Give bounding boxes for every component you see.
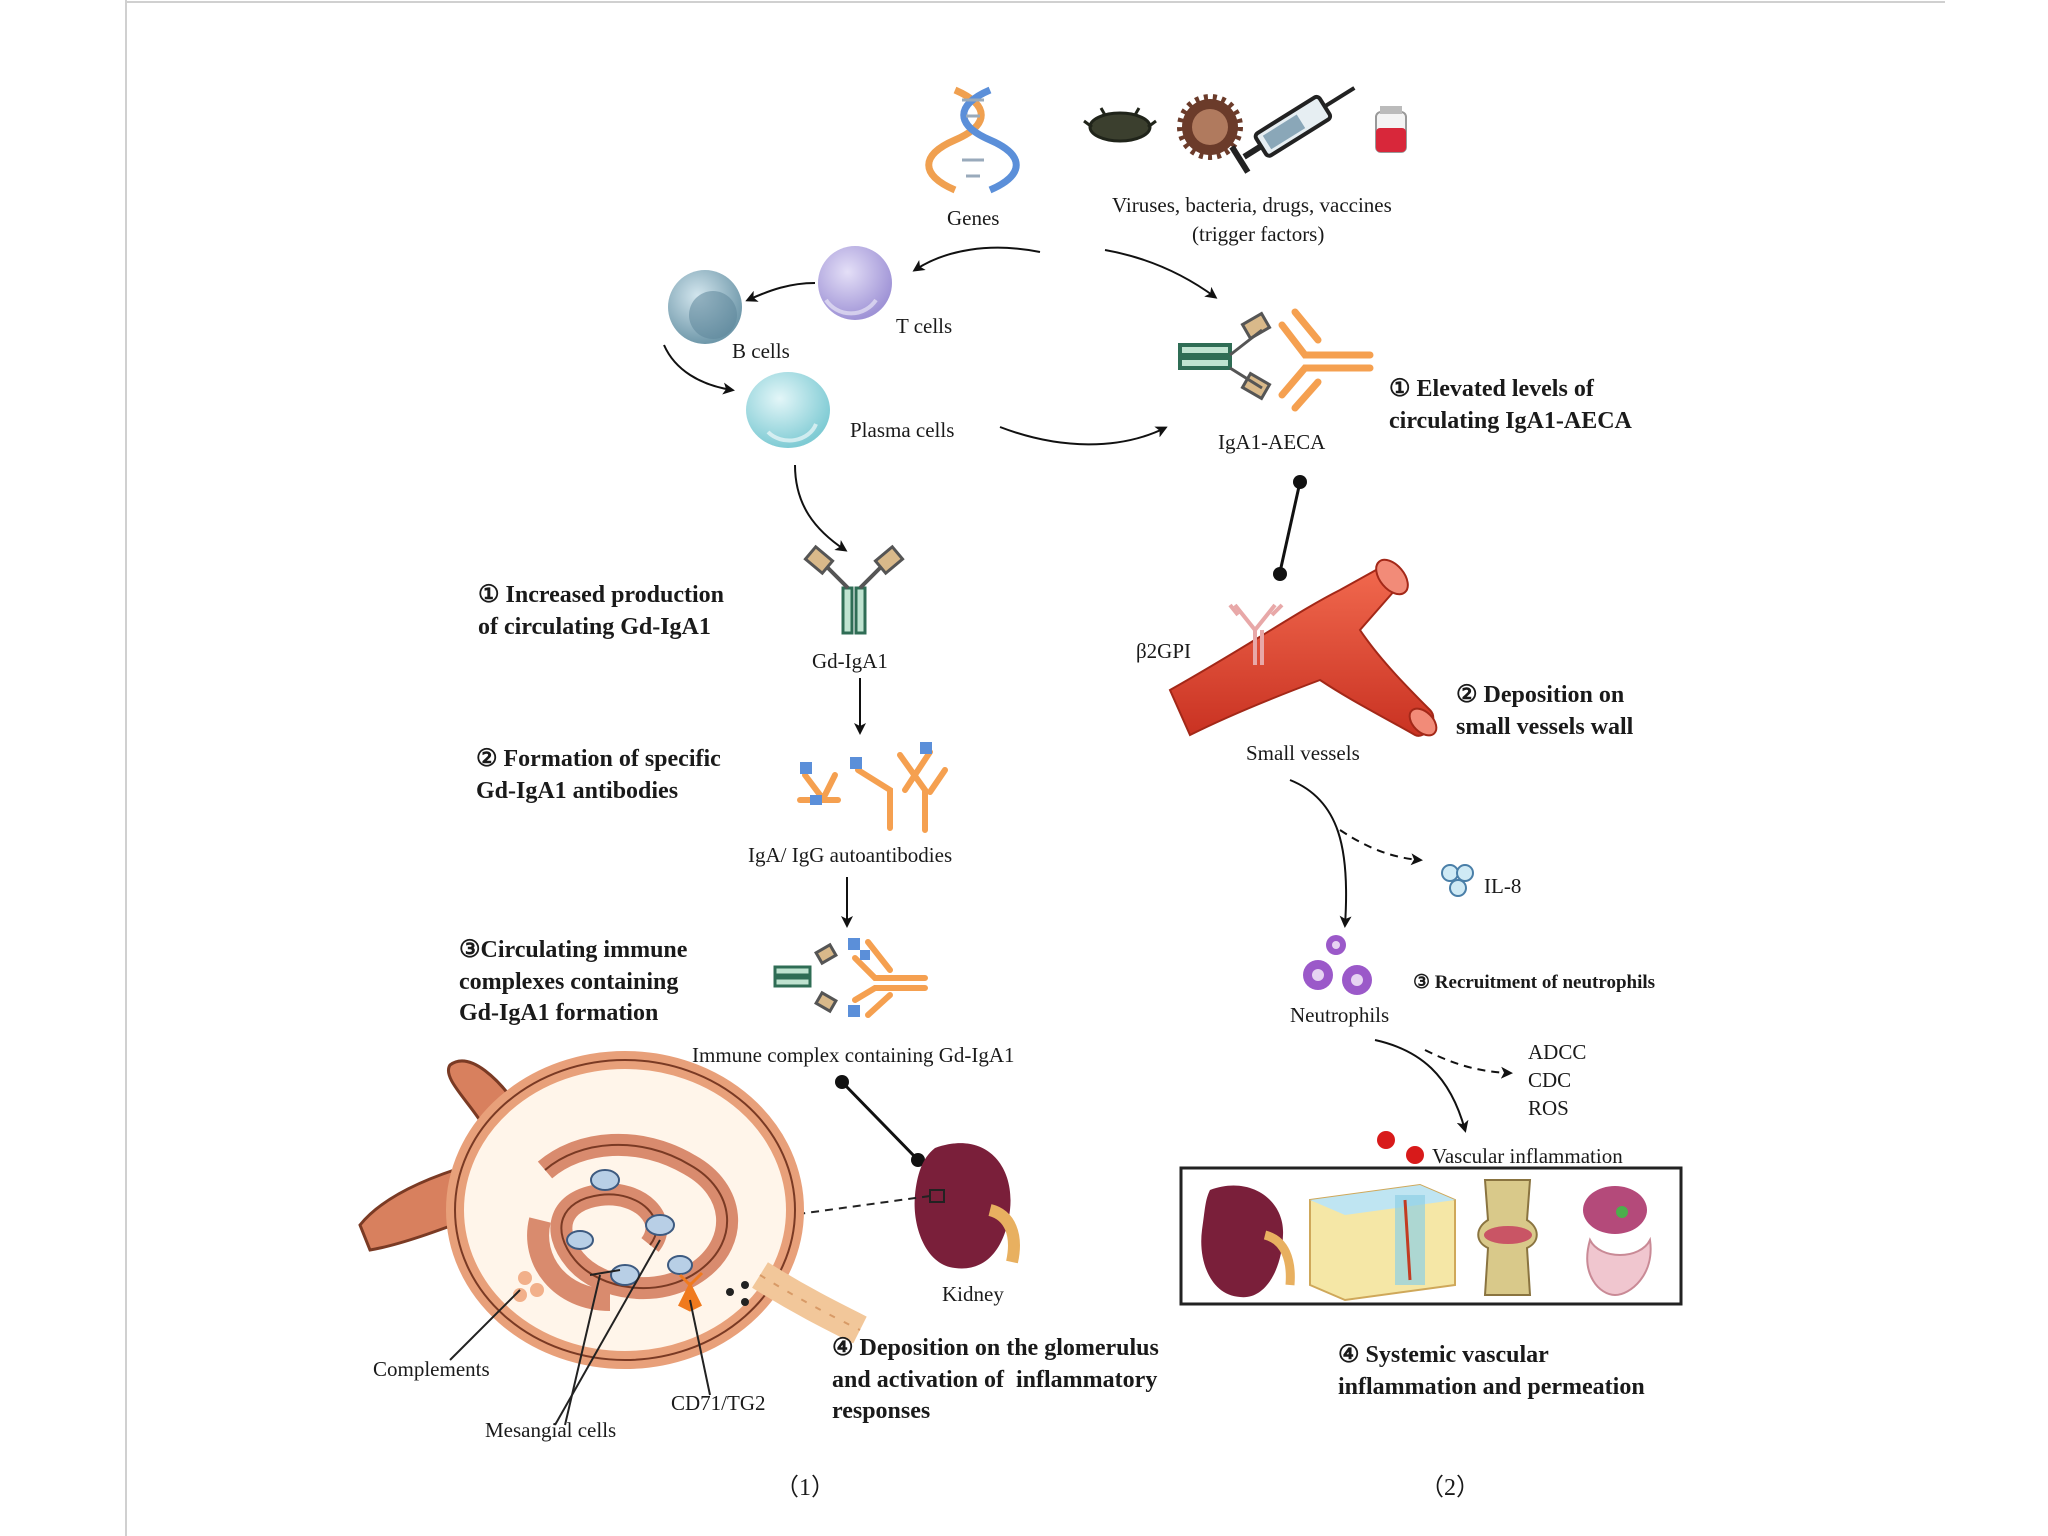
arrow-tcells-to-bcells [745,282,816,302]
red-blood-cells-icon [1377,1131,1424,1164]
bacteria-icon [1177,94,1243,160]
panel-1-label: （1） [775,1475,835,1501]
arrow-plasma-to-gdiga1 [794,464,848,552]
systemic-organs-panel [1179,1166,1683,1306]
connector-aeca-to-vessel [1278,481,1302,573]
neutrophils-label: Neutrophils [1290,1003,1390,1027]
arrow-to-adcc [1424,1049,1513,1079]
panel-2-label: （2） [1420,1475,1480,1501]
gd-iga1-label: Gd-IgA1 [812,649,888,673]
arrow-vessel-to-neutrophils [1289,779,1352,928]
il8-label: IL-8 [1484,874,1522,898]
cdc-label: CDC [1528,1068,1572,1092]
right-step3-text: ③ Recruitment of neutrophils [1413,972,1656,993]
right-step4-text: ④ Systemic vascular inflammation and per… [1338,1342,1645,1400]
adcc-label: ADCC [1528,1040,1587,1064]
triggers-sublabel: (trigger factors) [1192,222,1325,246]
neutrophils-icon [1303,935,1372,995]
dna-icon [925,86,1020,194]
organ-joint-icon [1477,1179,1538,1296]
iga1-aeca-complex-icon [1178,308,1374,412]
connector-dot [1273,567,1287,581]
b2gpi-label: β2GPI [1136,639,1192,663]
virus-icon [1083,107,1157,143]
connector-dot [835,1075,849,1089]
kidney-icon [914,1143,1020,1269]
arrow-neutrophils-to-inflammation [1374,1039,1469,1133]
arrow-plasma-to-aeca [999,426,1168,446]
plasma-cell-icon [746,372,830,448]
complements-label: Complements [373,1357,490,1381]
syringe-icon [1229,86,1356,174]
iga1-aeca-label: IgA1-AECA [1218,430,1326,454]
vascular-inflammation-label: Vascular inflammation [1432,1144,1623,1168]
left-step1-text: ① Increased production of circulating Gd… [478,582,724,640]
glomerulus-leader-lines [449,1239,711,1426]
right-step1-text: ① Elevated levels of circulating IgA1-AE… [1389,376,1632,434]
immune-complex-icon [773,938,928,1018]
arrow-bcells-to-plasma [663,344,735,395]
il8-icon [1441,864,1474,897]
t-cell-icon [818,246,892,320]
immune-complex-label: Immune complex containing Gd-IgA1 [692,1043,1015,1067]
plasma-cells-label: Plasma cells [850,418,955,442]
glomerulus-icon [358,1051,867,1369]
triggers-label: Viruses, bacteria, drugs, vaccines [1112,193,1392,217]
small-vessels-label: Small vessels [1246,741,1360,765]
arrow-to-aeca [1104,249,1218,299]
connector-complex-to-kidney [840,1080,920,1162]
autoantibodies-label: IgA/ IgG autoantibodies [748,843,953,867]
right-step2-text: ② Deposition on small vessels wall [1456,682,1634,740]
connector-dot [911,1153,925,1167]
mesangial-cells-label: Mesangial cells [485,1418,617,1442]
b2gpi-receptor-icon [1228,603,1284,665]
organ-digestive-icon [1583,1186,1652,1297]
iga-igg-autoantibodies-icon [797,742,948,833]
gd-iga1-antibody-icon [803,544,905,635]
organ-skin-icon [1309,1183,1456,1302]
genes-label: Genes [947,206,1000,230]
t-cells-label: T cells [896,314,953,338]
connector-dot [1293,475,1307,489]
b-cells-label: B cells [732,339,790,363]
arrow-to-il8 [1339,829,1423,866]
b-cell-icon [668,270,742,344]
cd71-tg2-label: CD71/TG2 [671,1391,766,1415]
left-step3-text: ③Circulating immune complexes containing… [459,937,688,1027]
ros-label: ROS [1528,1096,1569,1120]
organ-kidney-icon [1201,1185,1295,1298]
left-step4-text: ④ Deposition on the glomerulus and activ… [832,1335,1159,1425]
kidney-label: Kidney [942,1282,1004,1306]
small-vessel-icon [1168,558,1438,737]
arrow-to-tcells [912,246,1041,272]
left-step2-text: ② Formation of specific Gd-IgA1 antibodi… [476,746,721,804]
vaccine-vial-icon [1375,106,1407,153]
